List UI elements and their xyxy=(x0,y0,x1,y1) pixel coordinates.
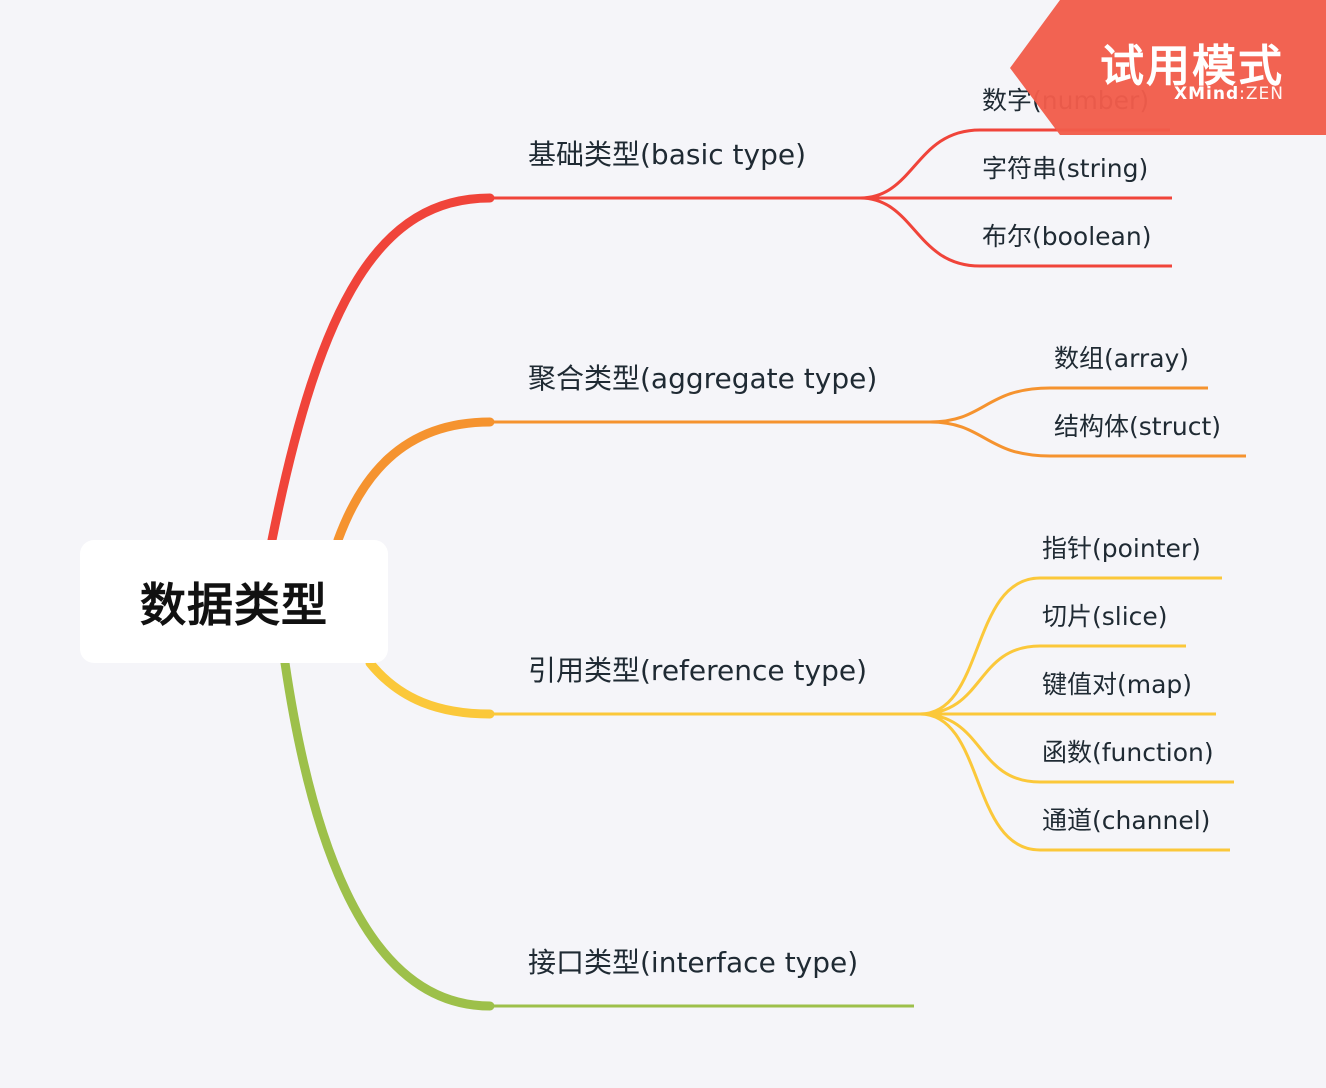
connector-channel xyxy=(919,712,1230,852)
topic-aggregate-type[interactable]: 聚合类型(aggregate type) xyxy=(528,362,878,395)
topic-reference-type[interactable]: 引用类型(reference type) xyxy=(528,654,867,687)
subtopic-string[interactable]: 字符串(string) xyxy=(982,154,1149,183)
brand-edition: ZEN xyxy=(1245,84,1284,104)
connector-aggregate xyxy=(336,420,930,541)
subtopic-boolean[interactable]: 布尔(boolean) xyxy=(982,222,1152,251)
subtopic-struct[interactable]: 结构体(struct) xyxy=(1054,412,1222,441)
badge-title: 试用模式 xyxy=(1100,41,1284,92)
root-topic[interactable]: 数据类型 xyxy=(80,540,388,663)
subtopic-map[interactable]: 键值对(map) xyxy=(1042,670,1193,699)
topic-basic-type[interactable]: 基础类型(basic type) xyxy=(528,138,806,171)
connector-function xyxy=(919,712,1234,784)
connector-pointer xyxy=(919,576,1222,716)
subtopic-pointer[interactable]: 指针(pointer) xyxy=(1042,534,1201,563)
connector-slice xyxy=(919,644,1186,716)
subtopic-channel[interactable]: 通道(channel) xyxy=(1042,806,1211,835)
trial-mode-badge[interactable]: 试用模式 XMind:ZEN xyxy=(1010,0,1326,135)
connector-basic-thick xyxy=(267,193,495,545)
badge-brand: XMind:ZEN xyxy=(1174,84,1284,104)
brand-name: XMind xyxy=(1174,84,1240,104)
brand-separator: : xyxy=(1239,84,1246,104)
topic-interface-type[interactable]: 接口类型(interface type) xyxy=(528,946,859,979)
connector-number xyxy=(859,128,1170,200)
connector-reference-thick xyxy=(365,658,495,719)
connector-array xyxy=(929,386,1208,424)
subtopic-function[interactable]: 函数(function) xyxy=(1042,738,1214,767)
connector-struct xyxy=(929,420,1246,458)
connector-interface-thick xyxy=(280,658,495,1011)
root-topic-label: 数据类型 xyxy=(140,577,328,632)
subtopic-slice[interactable]: 切片(slice) xyxy=(1042,602,1168,631)
badge-shape xyxy=(1010,0,1326,135)
connector-aggregate-thick xyxy=(333,417,495,545)
connector-boolean xyxy=(859,196,1172,268)
subtopic-array[interactable]: 数组(array) xyxy=(1054,344,1190,373)
